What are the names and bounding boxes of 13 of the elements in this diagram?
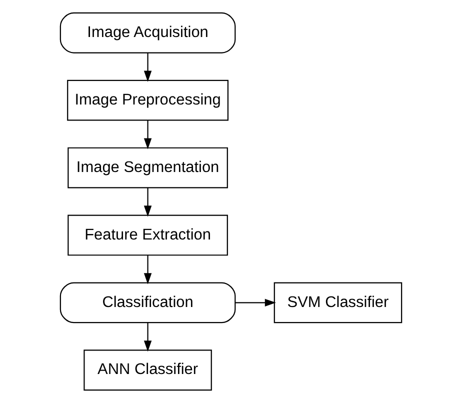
node-box: Image Preprocessing [67,80,229,121]
node-box: SVM Classifier [274,282,402,324]
arrow [144,188,152,217]
node-box: Image Segmentation [68,147,228,188]
arrow [144,322,152,352]
node-box: Image Acquisition [60,12,236,54]
node-box: Classification [60,282,236,324]
arrow [144,52,152,82]
arrow [235,298,276,307]
arrow [144,120,152,150]
node-box: Feature Extraction [68,214,228,256]
node-box: ANN Classifier [84,350,212,391]
arrow [144,255,152,284]
